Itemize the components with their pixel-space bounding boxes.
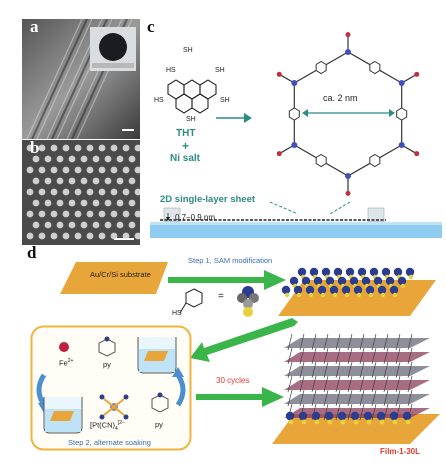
monomer-label: THT	[176, 128, 196, 139]
hexagonal-framework	[276, 32, 420, 196]
step1-label: Step 1, SAM modification	[188, 256, 273, 265]
diagonal-arrow	[190, 318, 298, 362]
substrate-label: Au/Cr/Si substrate	[90, 270, 151, 279]
pyridine-thiol-structure	[179, 288, 203, 314]
panel-label-a: a	[30, 17, 39, 36]
gold-substrate	[60, 262, 168, 294]
pt-label: [Pt(CN)4]2−	[90, 420, 125, 432]
plus-sign: +	[182, 139, 190, 153]
sheet-label: 2D single-layer sheet	[160, 194, 256, 205]
multilayer-film	[272, 333, 440, 444]
equals-sign: =	[218, 291, 224, 302]
panel-label-c: c	[147, 17, 155, 36]
sh-label-5: SH	[220, 97, 230, 104]
substrate-sheet	[150, 201, 442, 238]
pore-size-label: ca. 2 nm	[323, 93, 358, 103]
framework-lines	[276, 32, 420, 196]
sh-label-3: SH	[215, 67, 225, 74]
tem-spots	[26, 144, 140, 240]
panel-label-b: b	[30, 138, 40, 157]
sem-image	[22, 19, 140, 139]
alternate-soaking-box	[30, 325, 192, 451]
film-label: Film-1-30L	[380, 447, 421, 456]
thiol-hs-label: HS	[172, 310, 182, 317]
py-label-2: py	[155, 420, 163, 429]
pt-subscript: 4	[115, 426, 118, 432]
sem-texture	[22, 19, 140, 139]
step2-label: Step 2, alternate soaking	[68, 438, 151, 447]
thiol-ball-model	[237, 286, 259, 317]
film-layers	[272, 333, 440, 444]
step1-arrow	[168, 270, 286, 290]
reaction-arrow	[216, 113, 252, 123]
tem-image	[22, 140, 140, 245]
py-label-1: py	[103, 360, 111, 369]
sam-substrate	[278, 267, 436, 316]
sh-label-6: SH	[186, 116, 196, 123]
sh-label-1: SH	[183, 47, 193, 54]
pt-formula: [Pt(CN)	[90, 420, 115, 430]
tem-lattice	[22, 140, 140, 245]
pt-charge: ]2−	[117, 420, 125, 426]
fe-charge: 2+	[67, 358, 74, 364]
pore-size-arrow	[302, 109, 395, 117]
cycles-arrow	[196, 387, 284, 407]
sh-label-2: HS	[166, 67, 176, 74]
salt-label: Ni salt	[170, 153, 201, 164]
sam-layer	[278, 267, 436, 316]
fe-symbol: Fe	[59, 358, 68, 368]
sh-label-4: HS	[154, 97, 164, 104]
fe-label: Fe2+	[59, 358, 73, 368]
thickness-label: 0.7–0.9 nm	[175, 213, 216, 222]
tht-molecule	[167, 79, 217, 114]
cycles-label: 30 cycles	[216, 376, 250, 385]
panel-label-d: d	[27, 243, 37, 262]
